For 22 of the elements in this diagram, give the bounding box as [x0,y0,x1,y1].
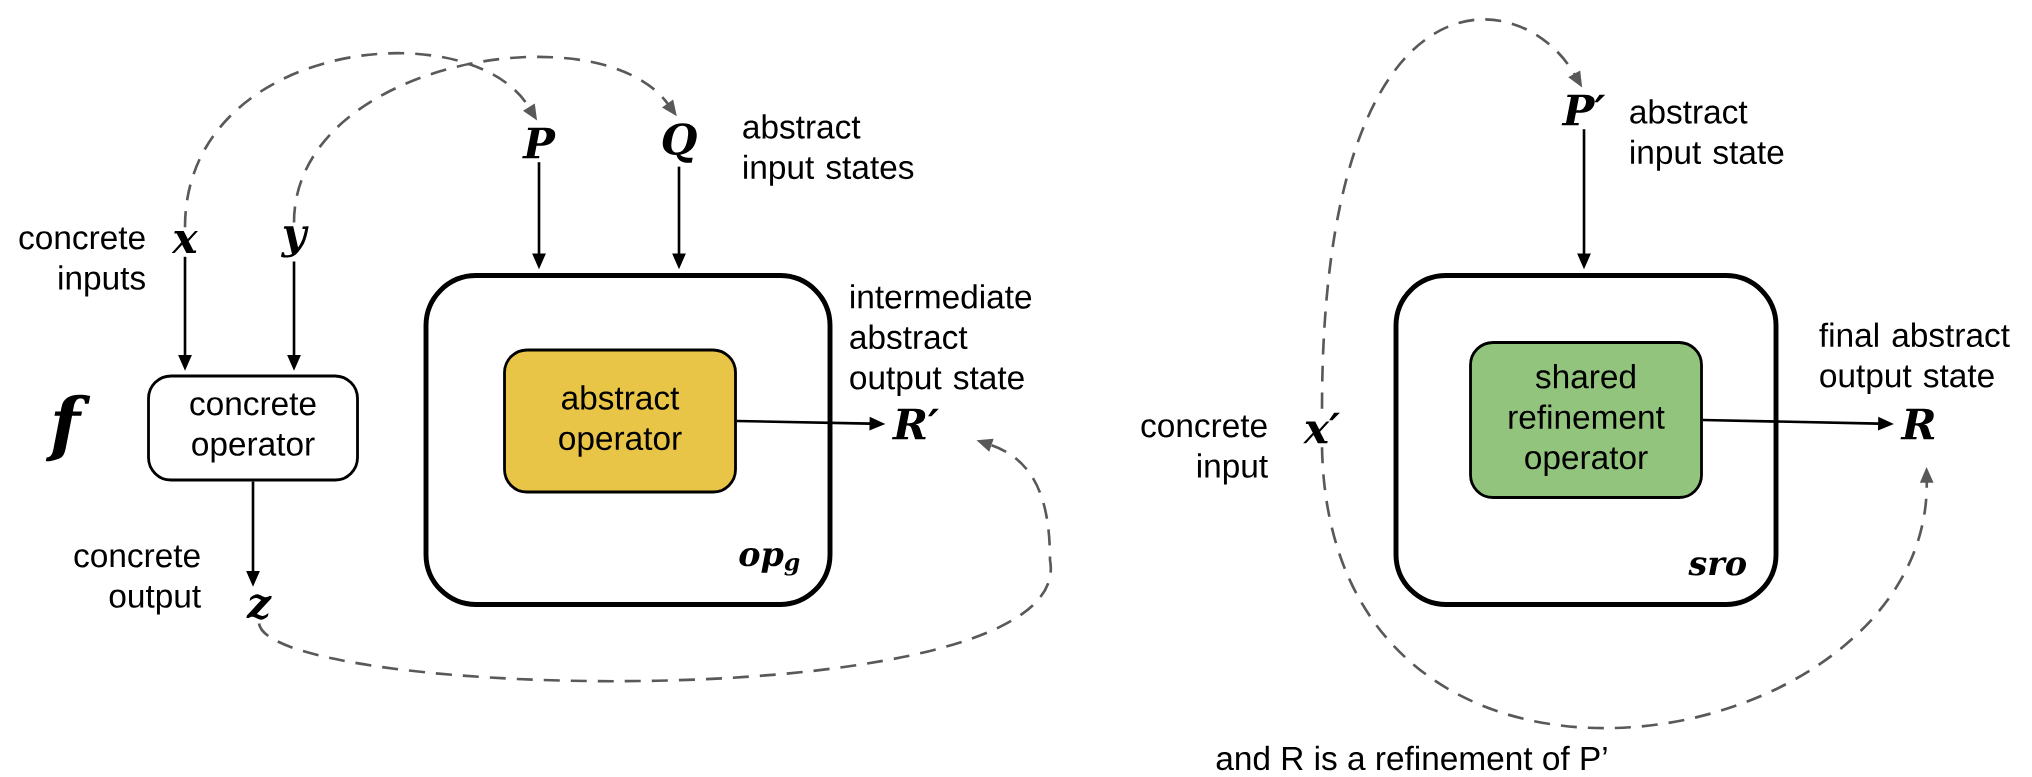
operator-box: concrete operator [147,374,359,482]
variable-label: Q [662,123,697,163]
variable-label: P′ [1561,94,1606,126]
annotation-text: abstract input states [743,114,914,186]
operator-box: shared refinement operator [1469,341,1703,499]
annotation-text: concrete inputs [19,227,145,297]
variable-label: R [1900,408,1935,440]
annotation-text: abstract input state [1630,99,1784,171]
variable-label: z [246,594,272,620]
note-text: and R is a refinement of P’ [1216,745,1607,771]
variable-label: y [281,226,309,258]
arrow [292,55,677,223]
variable-label: x [171,231,198,253]
annotation-text: concrete input [1141,415,1268,485]
annotation-text: final abstract output state [1819,322,2010,395]
variable-label: P [522,127,556,159]
operator-box: abstract operator [503,348,737,494]
variable-label: x′ [1303,412,1340,444]
arrow [258,438,1052,683]
annotation-text: intermediate abstract output state [850,284,1032,397]
annotation-text: concrete output [74,545,201,615]
variable-label: R′ [891,408,939,440]
